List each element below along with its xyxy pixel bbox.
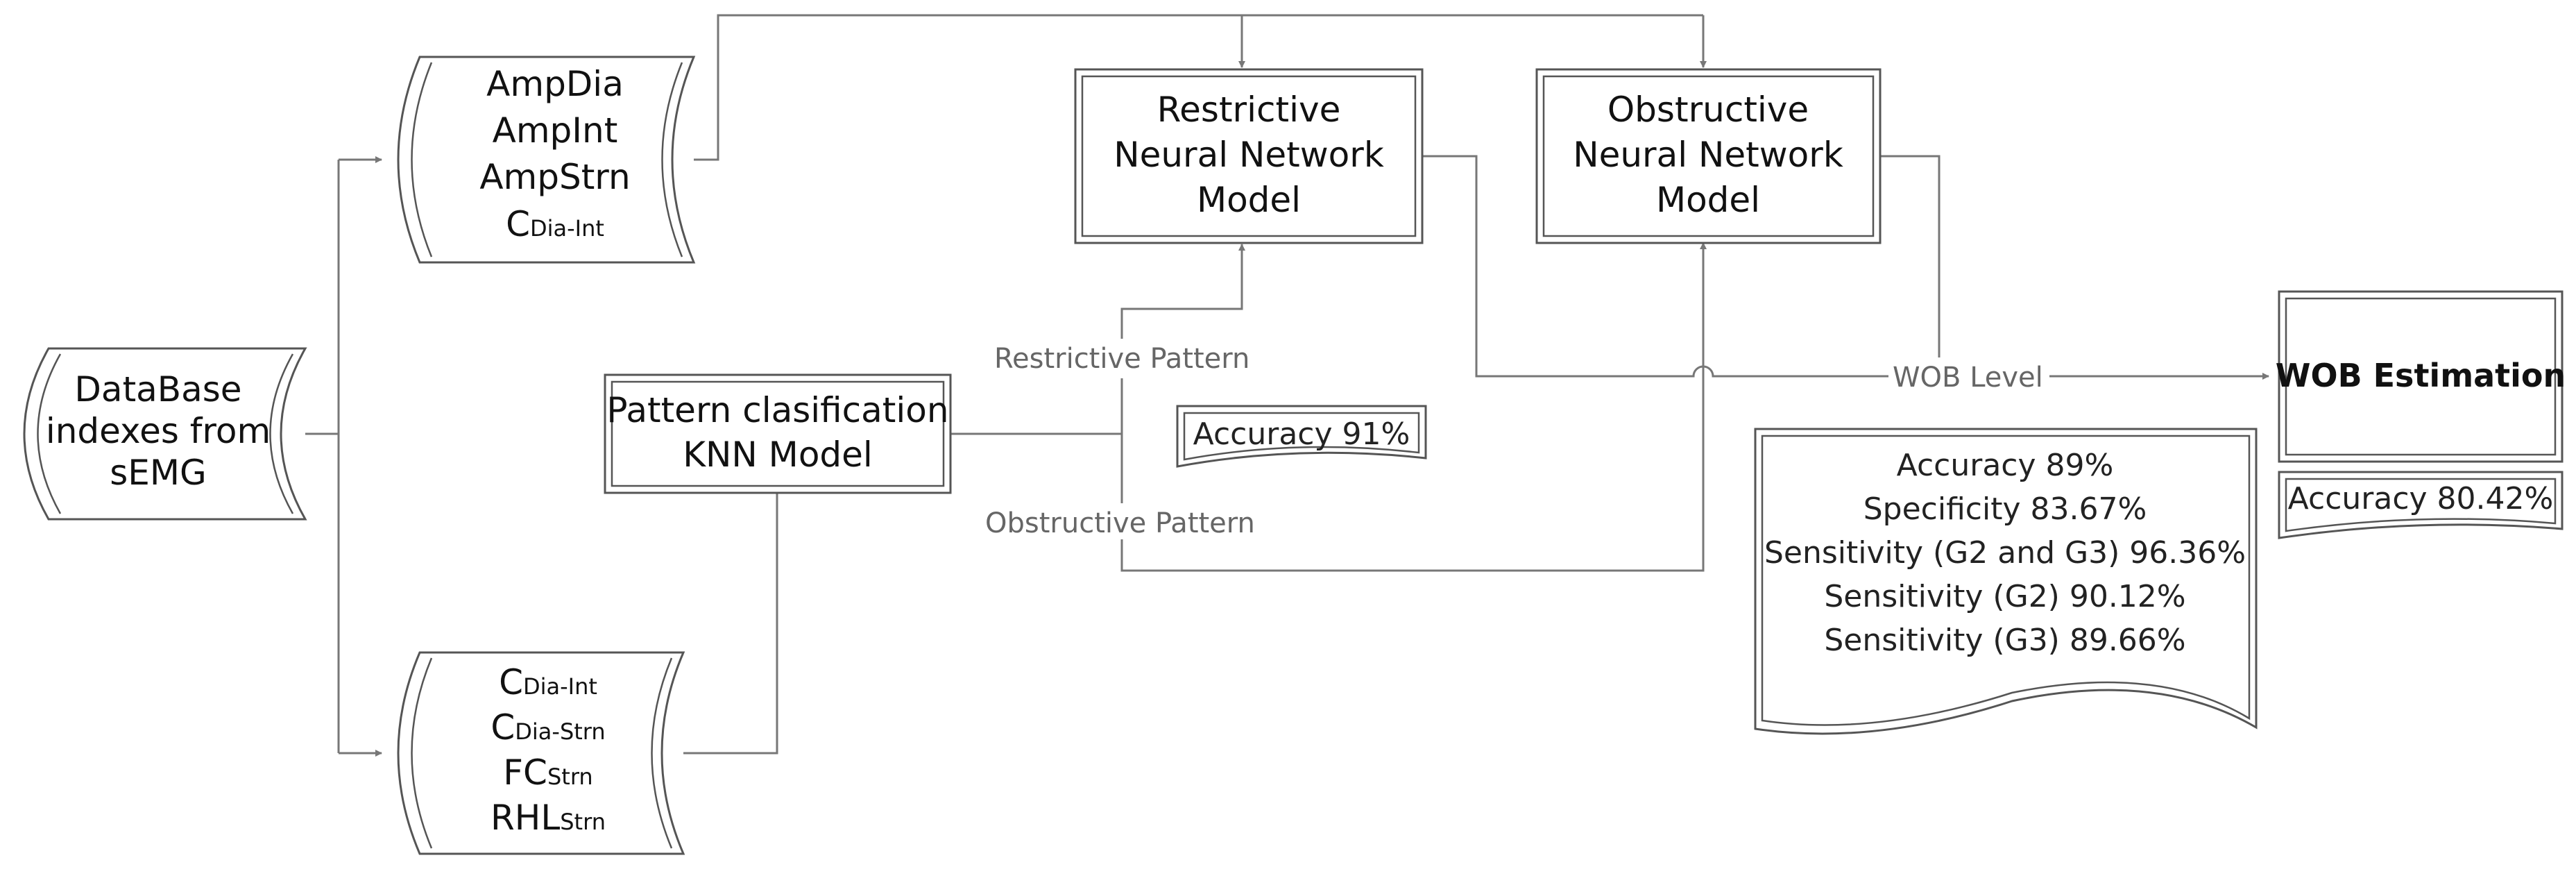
features-bottom-item-4: RHLStrn (491, 798, 606, 838)
connectors (305, 14, 2269, 757)
features-top-node: AmpDia AmpInt AmpStrn CDia-Int (397, 56, 696, 264)
features-top-item-2: AmpInt (493, 110, 618, 151)
knn-accuracy-text: Accuracy 91% (1193, 416, 1410, 452)
features-bottom-item-3: FCStrn (503, 752, 592, 793)
wob-accuracy-note: Accuracy 80.42% (2278, 471, 2564, 539)
knn-line-1: Pattern clasification (606, 390, 948, 430)
database-line-3: sEMG (110, 453, 207, 493)
features-top-item-1: AmpDia (486, 64, 624, 104)
edge-obstructive-to-wob (1880, 155, 1940, 376)
obstructive-pattern-label: Obstructive Pattern (985, 507, 1255, 539)
obstructive-nn-line-3: Model (1656, 180, 1760, 220)
database-node: DataBase indexes from sEMG (23, 347, 307, 521)
edge-restrictive-pattern-up (1120, 244, 1245, 351)
obstructive-nn-node: Obstructive Neural Network Model (1535, 68, 1882, 244)
database-line-1: DataBase (74, 369, 241, 410)
knn-line-2: KNN Model (683, 435, 873, 475)
edge-obstructive-pattern-down (1120, 242, 1707, 572)
restrictive-nn-line-3: Model (1197, 180, 1301, 220)
edge-database-branch (305, 160, 340, 753)
restrictive-pattern-label: Restrictive Pattern (994, 343, 1249, 375)
edge-features-bottom-to-knn (683, 452, 781, 755)
knn-node: Pattern clasification KNN Model (604, 373, 952, 494)
obstructive-metric-4: Sensitivity (G2) 90.12% (1824, 579, 2185, 614)
obstructive-nn-line-2: Neural Network (1573, 135, 1843, 175)
wob-estimation-label: WOB Estimation (2276, 357, 2566, 394)
wob-level-label: WOB Level (1893, 362, 2043, 394)
features-top-item-3: AmpStrn (479, 157, 630, 197)
edge-restrictive-to-wob (1422, 155, 1891, 378)
features-bottom-item-1: CDia-Int (499, 662, 597, 702)
features-bottom-node: CDia-Int CDia-Strn FCStrn RHLStrn (397, 651, 685, 855)
wob-estimation-node: WOB Estimation (2276, 290, 2566, 463)
obstructive-pattern-label-bg (982, 503, 1259, 539)
restrictive-nn-node: Restrictive Neural Network Model (1074, 68, 1424, 244)
obstructive-metrics-note: Accuracy 89% Specificity 83.67% Sensitiv… (1754, 428, 2258, 735)
database-line-2: indexes from (46, 411, 271, 451)
edge-features-top-to-networks (694, 14, 1703, 161)
features-top-item-4: CDia-Int (506, 204, 604, 244)
obstructive-metric-1: Accuracy 89% (1897, 448, 2114, 483)
features-bottom-item-2: CDia-Strn (491, 707, 605, 748)
obstructive-metric-2: Specificity 83.67% (1863, 491, 2147, 527)
wob-level-label-bg (1888, 357, 2049, 395)
restrictive-pattern-label-bg (989, 339, 1259, 375)
restrictive-nn-line-2: Neural Network (1114, 135, 1384, 175)
obstructive-nn-line-1: Obstructive (1607, 90, 1809, 130)
obstructive-metric-5: Sensitivity (G3) 89.66% (1824, 623, 2185, 658)
wob-accuracy-text: Accuracy 80.42% (2288, 481, 2554, 516)
restrictive-nn-line-1: Restrictive (1157, 90, 1341, 130)
obstructive-metric-3: Sensitivity (G2 and G3) 96.36% (1764, 535, 2246, 571)
knn-accuracy-note: Accuracy 91% (1176, 405, 1427, 468)
